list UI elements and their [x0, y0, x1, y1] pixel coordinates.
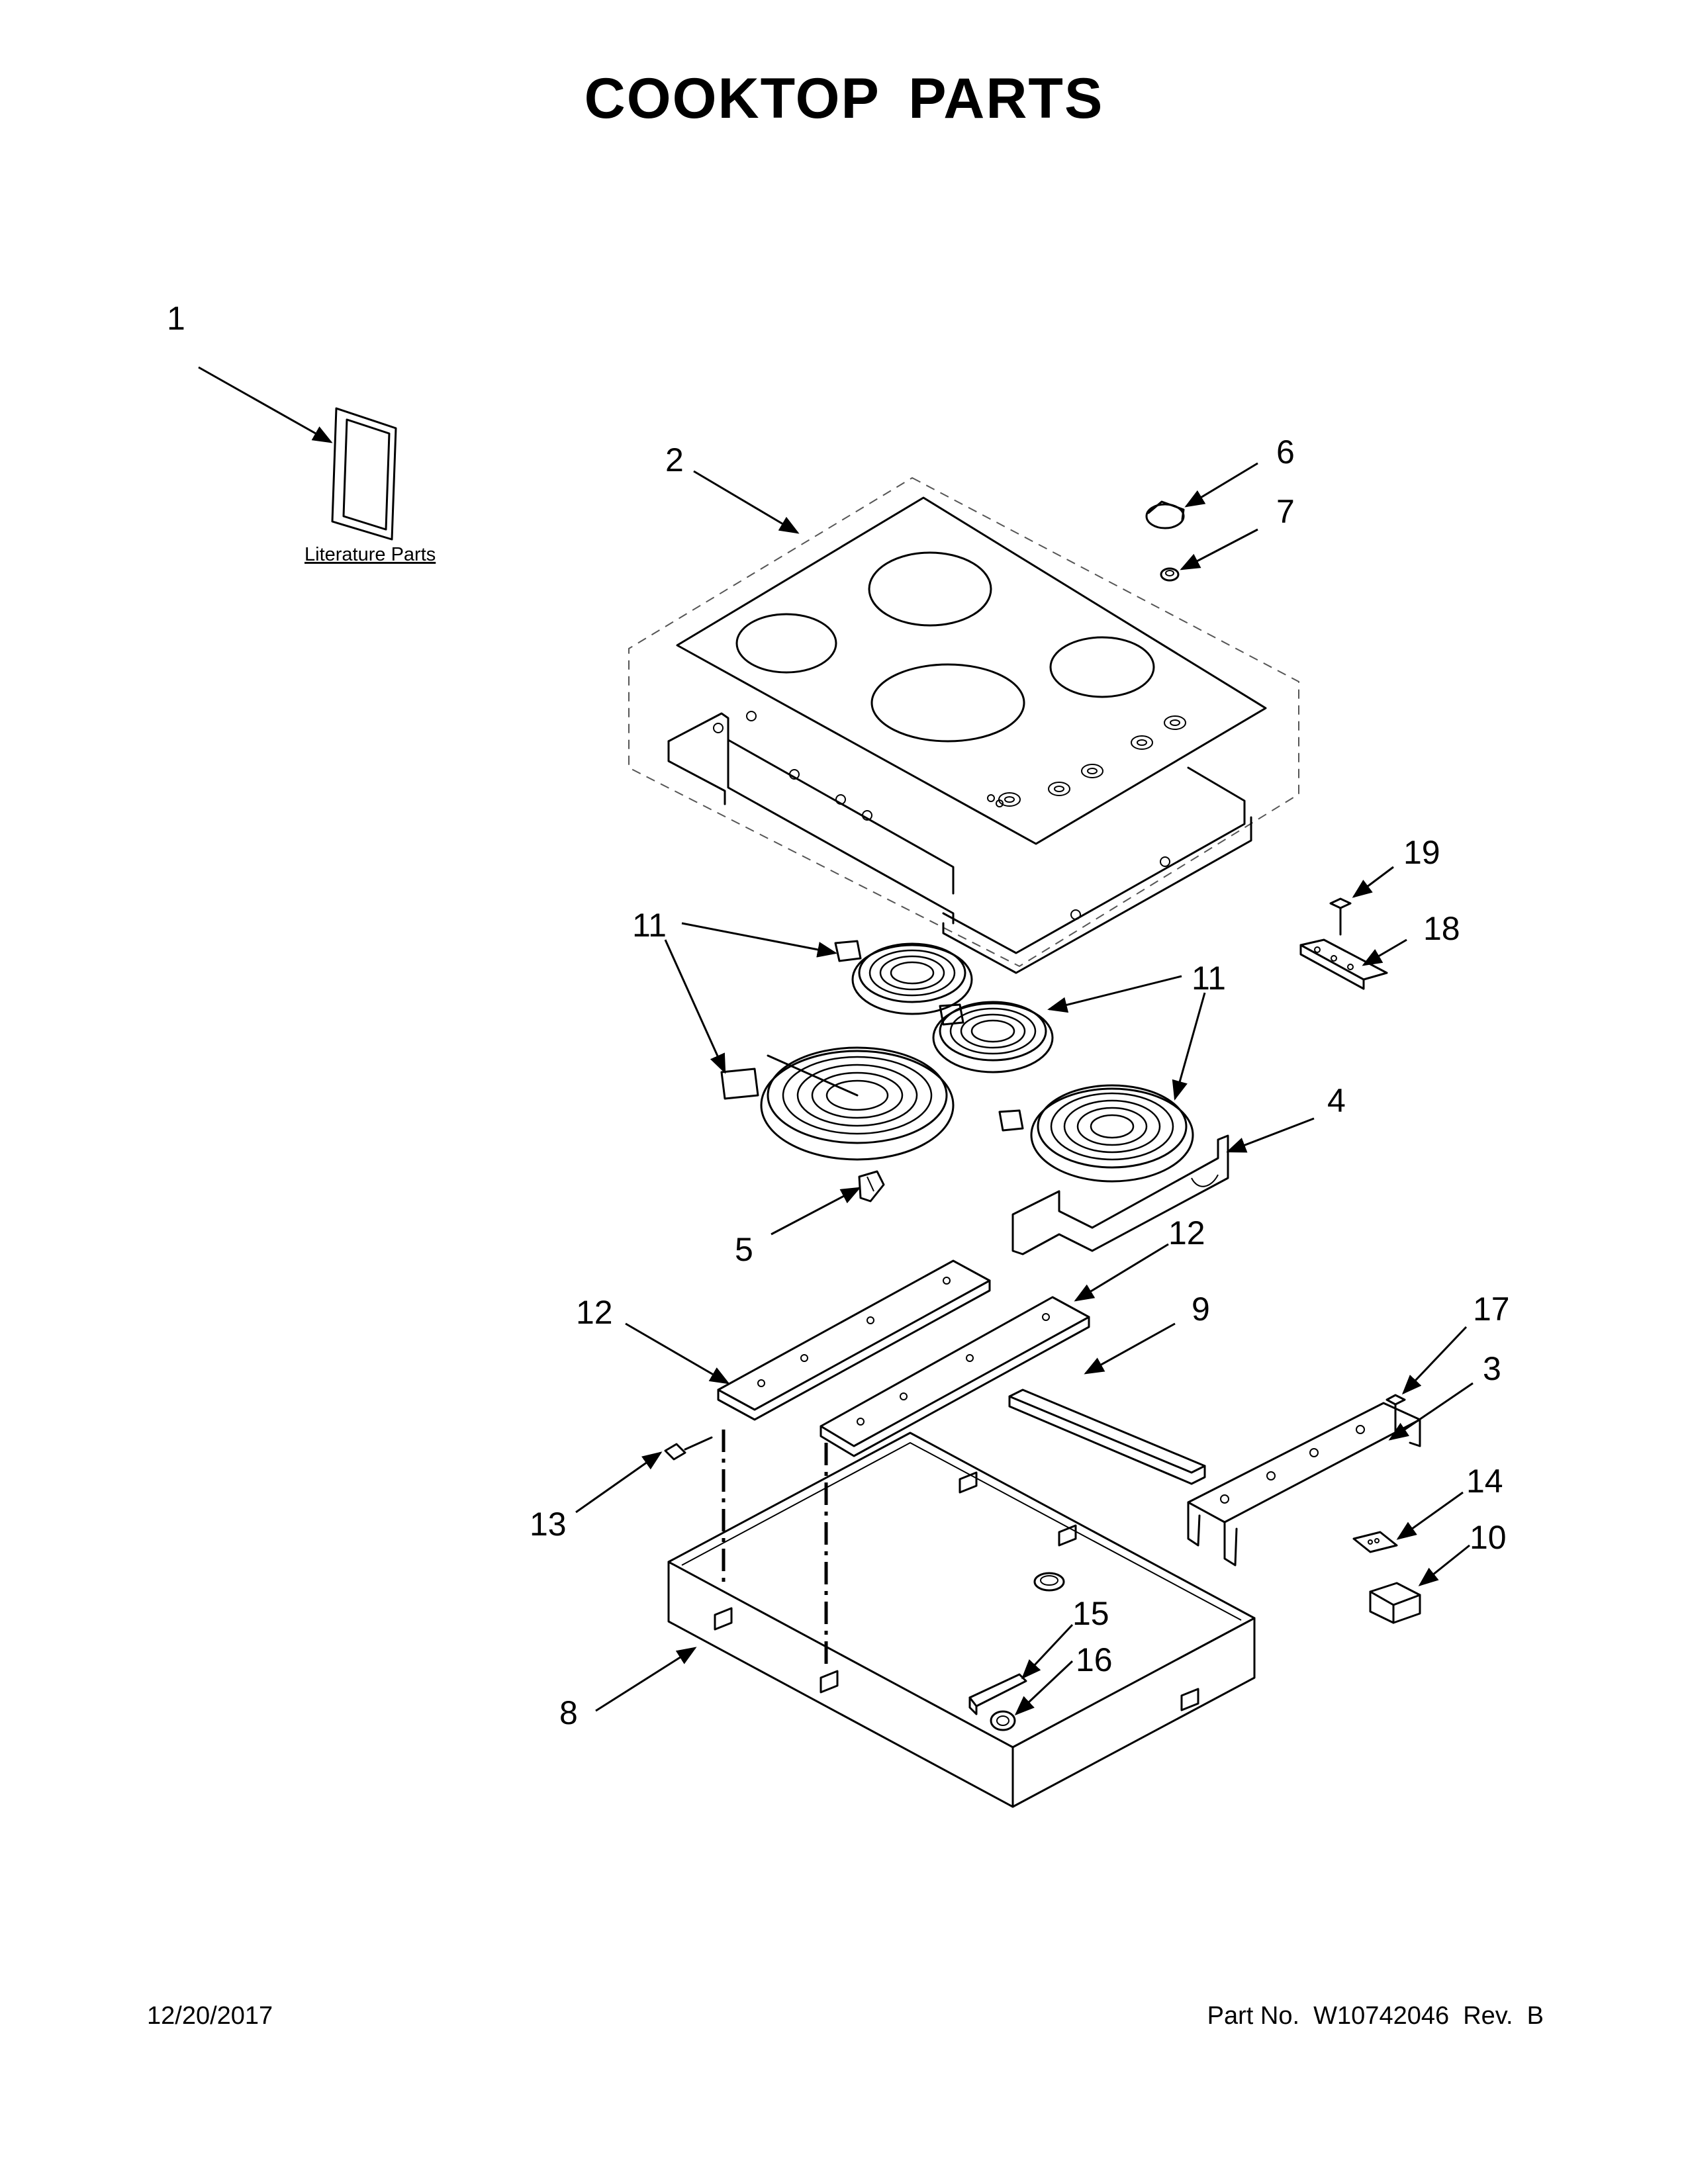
callout-14: 14 — [1466, 1463, 1503, 1500]
channel-9 — [1008, 1388, 1206, 1485]
callout-19: 19 — [1403, 834, 1440, 871]
element-rail-left — [717, 1259, 991, 1421]
callout-4: 4 — [1327, 1082, 1346, 1119]
callout-18: 18 — [1423, 910, 1460, 947]
small-bracket-18 — [1299, 938, 1388, 990]
burner-box — [667, 1432, 1256, 1808]
surface-element-small-rear — [834, 940, 973, 1015]
control-knob — [1145, 500, 1185, 529]
control-bracket-3 — [1187, 1402, 1421, 1567]
leader-arrows — [198, 366, 1474, 1716]
callout-6: 6 — [1276, 433, 1295, 471]
callout-16: 16 — [1076, 1641, 1113, 1678]
callout-17: 17 — [1473, 1291, 1510, 1328]
screw-13 — [664, 1436, 713, 1461]
control-holes — [987, 715, 1186, 807]
strain-relief-16 — [990, 1710, 1016, 1731]
label-14 — [1352, 1531, 1398, 1553]
element-rail-right — [820, 1296, 1090, 1457]
page-title: COOKTOP PARTS — [584, 67, 1104, 130]
switch-10 — [1369, 1582, 1421, 1624]
callout-8: 8 — [559, 1694, 578, 1731]
surface-element-small-front — [932, 1001, 1054, 1073]
callout-10: 10 — [1470, 1519, 1507, 1556]
footer-date: 12/20/2017 — [147, 2002, 273, 2030]
callout-3: 3 — [1483, 1350, 1501, 1387]
surface-element-large-left — [720, 1046, 955, 1161]
element-clip — [858, 1170, 885, 1203]
callout-13: 13 — [530, 1506, 567, 1543]
callout-12-right: 12 — [1168, 1214, 1205, 1251]
callout-7: 7 — [1276, 493, 1295, 530]
callout-11-left: 11 — [632, 907, 667, 944]
element-support-bracket — [1011, 1134, 1229, 1255]
footer-part-number: Part No. W10742046 Rev. B — [1207, 2002, 1544, 2030]
callout-15: 15 — [1072, 1595, 1109, 1632]
cooktop-glass-top — [628, 477, 1299, 968]
callout-2: 2 — [665, 441, 684, 478]
literature-parts-booklet — [331, 407, 397, 541]
callout-5: 5 — [735, 1231, 753, 1268]
callout-9: 9 — [1192, 1291, 1210, 1328]
callout-11-right: 11 — [1192, 960, 1226, 997]
screw-17 — [1385, 1394, 1406, 1434]
callout-1: 1 — [167, 300, 185, 337]
terminal-block-15 — [968, 1673, 1027, 1715]
knob-bezel-ring — [1160, 567, 1180, 582]
screw-19 — [1329, 897, 1352, 936]
callout-12-left: 12 — [576, 1294, 613, 1331]
literature-parts-label: Literature Parts — [305, 544, 436, 565]
cooktop-frame-brackets — [667, 711, 1252, 974]
surface-element-large-right — [998, 1084, 1194, 1183]
